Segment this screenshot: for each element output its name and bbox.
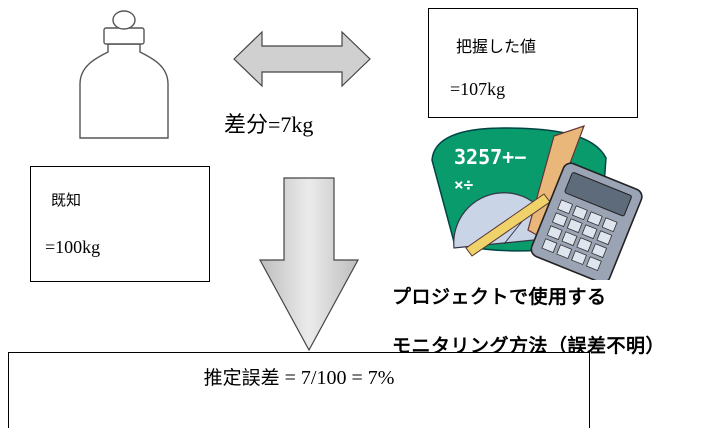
formula-expression: = 7/100 = 7% [279, 367, 395, 389]
observed-value-box: 把握した値 =107kg [428, 8, 638, 118]
down-arrow-icon [258, 177, 360, 352]
method-caption-line1: プロジェクトで使用する [392, 286, 607, 308]
formula-box: 推定誤差 = 7/100 = 7% [8, 352, 590, 428]
observed-value: =107kg [450, 79, 506, 99]
known-title: 既知 [51, 191, 82, 209]
calculator-clipart-icon: 3257+− ×÷ [431, 125, 643, 280]
known-value: =100kg [45, 237, 101, 257]
bottle-weight-icon [79, 10, 169, 139]
observed-title: 把握した値 [456, 37, 537, 56]
formula: 推定誤差 = 7/100 = 7% [9, 353, 589, 399]
formula-label: 推定誤差 [203, 367, 280, 389]
calc-display-line1: 3257+− [454, 145, 526, 169]
method-caption-line2: モニタリング方法（誤差不明） [392, 335, 666, 357]
double-arrow-icon [233, 30, 371, 88]
difference-label: 差分=7kg [224, 112, 314, 137]
calc-display-line2: ×÷ [454, 175, 474, 194]
known-value-box: 既知 =100kg [30, 166, 210, 282]
